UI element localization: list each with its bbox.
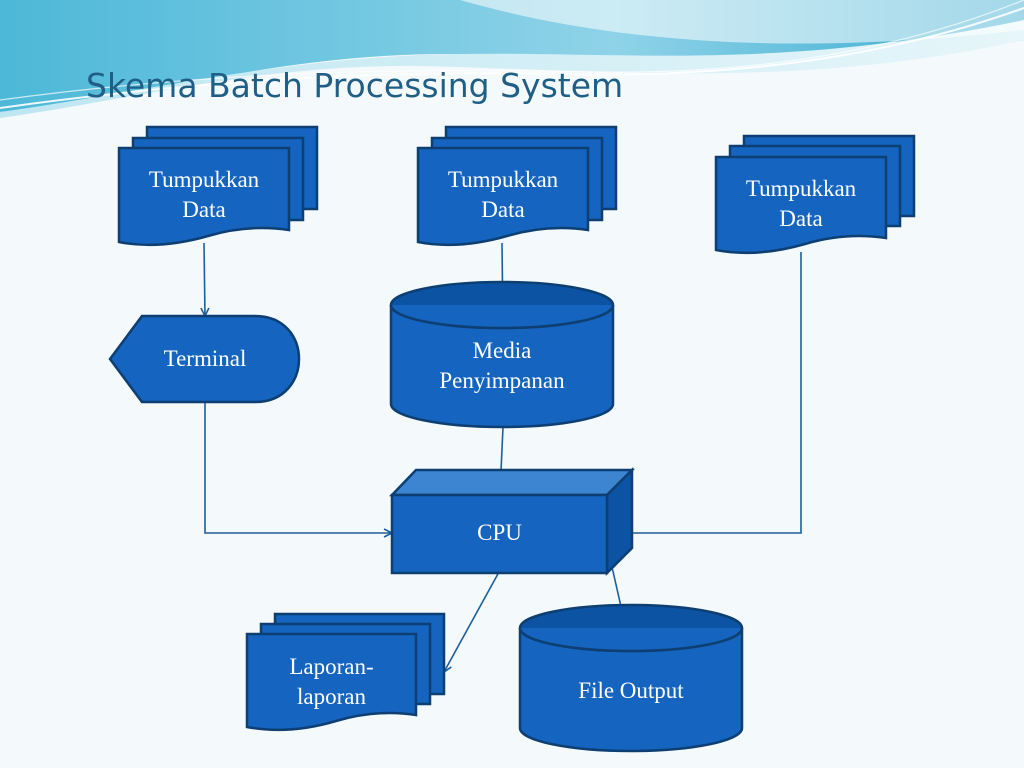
node-stack-left (117, 125, 319, 247)
node-storage (389, 280, 615, 429)
edge-cpu-to-reports (444, 571, 500, 672)
edge-stack-left-to-terminal (204, 242, 205, 316)
edge-stack-right-to-cpu (607, 252, 802, 533)
node-cpu (389, 466, 636, 577)
edge-terminal-to-cpu (204, 402, 392, 533)
node-reports (245, 612, 446, 732)
slide-title: Skema Batch Processing System (86, 66, 624, 105)
node-stack-middle (416, 125, 618, 247)
node-terminal (108, 314, 301, 404)
node-file-output (518, 603, 744, 753)
node-stack-right (714, 134, 916, 255)
